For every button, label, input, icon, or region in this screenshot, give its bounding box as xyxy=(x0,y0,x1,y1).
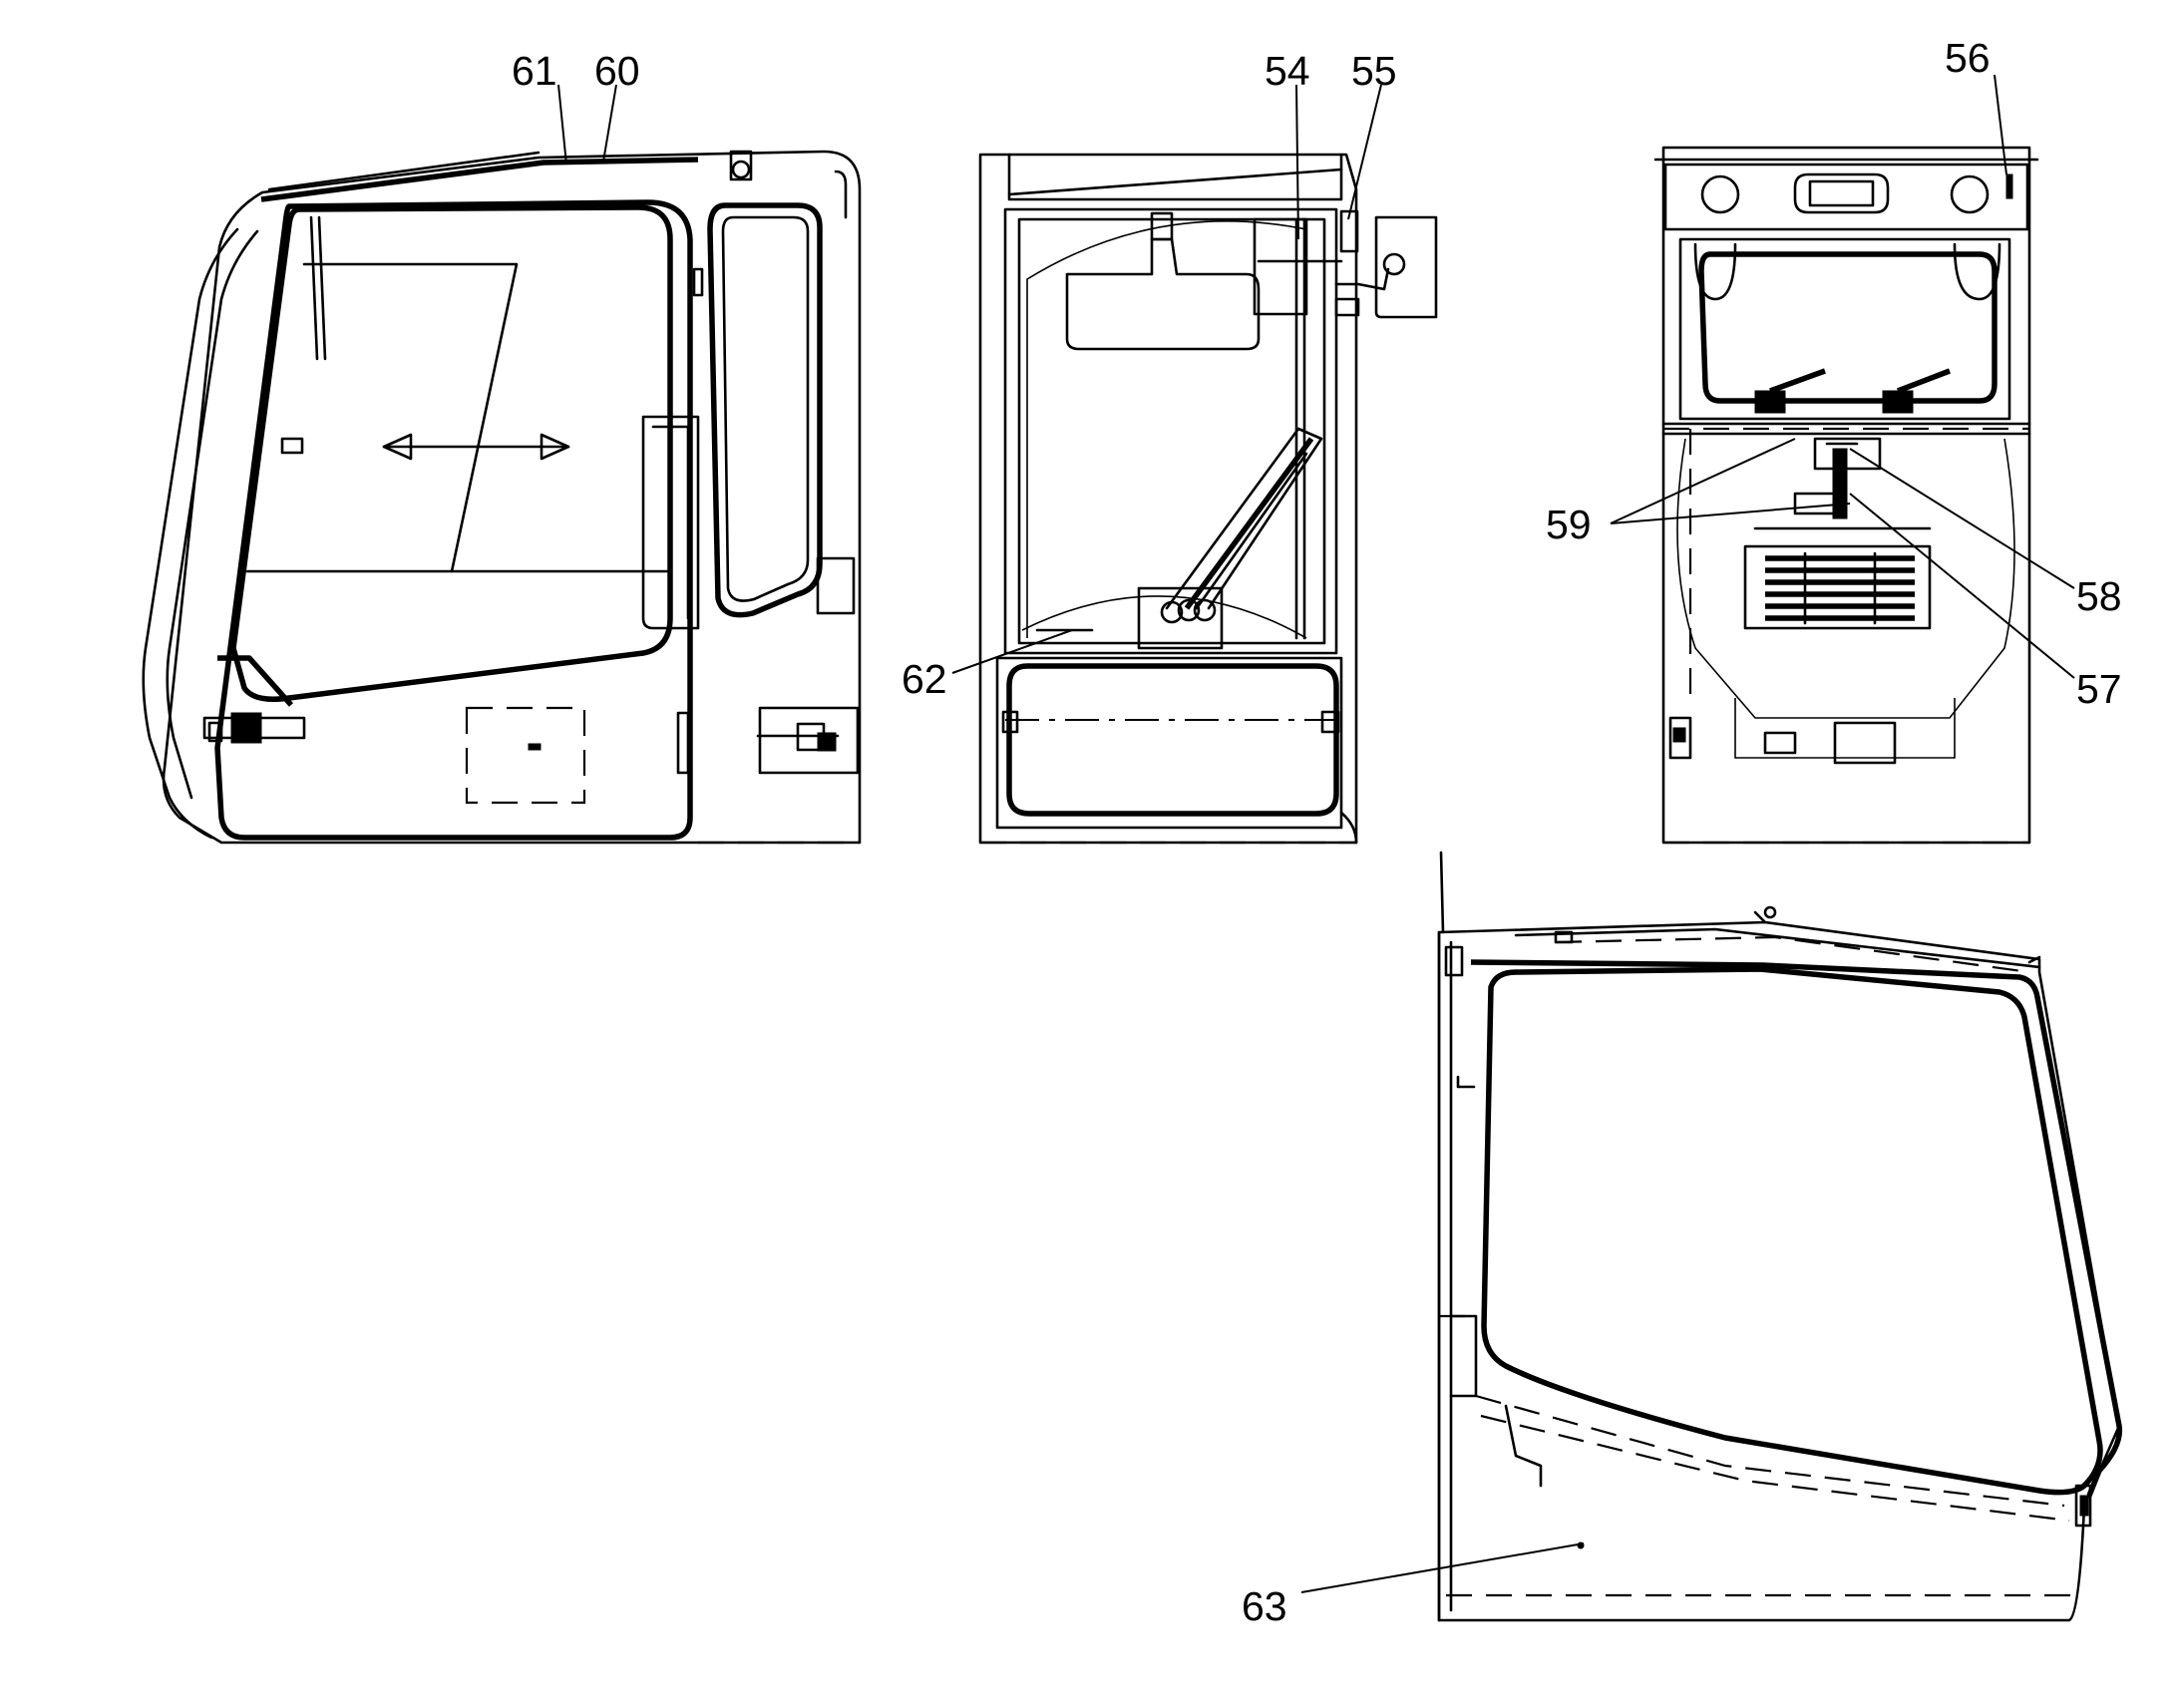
leader-63 xyxy=(1300,1542,1585,1593)
leader-59b xyxy=(1610,503,1851,524)
leader-57 xyxy=(1849,493,2075,679)
callout-60: 60 xyxy=(594,48,640,94)
leader-58 xyxy=(1849,448,2075,589)
leader-59a xyxy=(1610,438,1796,524)
cab-right-side-view xyxy=(1437,851,2123,1622)
callout-61: 61 xyxy=(512,48,557,94)
callout-58: 58 xyxy=(2076,573,2122,619)
leader-56 xyxy=(1994,74,2007,175)
cab-rear-view xyxy=(1653,146,2039,845)
callout-63: 63 xyxy=(1242,1583,1287,1629)
callout-55: 55 xyxy=(1351,48,1397,94)
callout-labels: 61 60 54 55 56 59 58 57 62 63 xyxy=(512,35,2122,1629)
leader-55 xyxy=(1347,84,1382,220)
leader-61 xyxy=(557,84,567,166)
callout-56: 56 xyxy=(1945,35,1991,81)
leader-62 xyxy=(951,629,1073,674)
leader-60 xyxy=(602,84,617,163)
leader-lines xyxy=(557,74,2075,1593)
callout-62: 62 xyxy=(902,656,947,702)
cab-front-view xyxy=(978,153,1438,845)
callout-54: 54 xyxy=(1265,48,1310,94)
callout-59: 59 xyxy=(1546,502,1592,547)
cab-left-side-view xyxy=(142,150,862,845)
leader-54 xyxy=(1295,84,1299,240)
callout-57: 57 xyxy=(2076,666,2122,712)
